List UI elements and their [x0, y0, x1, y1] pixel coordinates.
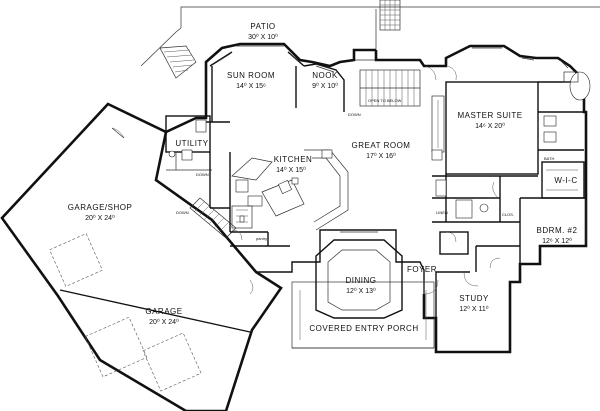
covered-entry-porch-label: COVERED ENTRY PORCH [309, 324, 418, 333]
garage-stairs [189, 197, 237, 239]
kitchen-fixtures [168, 119, 349, 231]
wic-label: W-I-C [554, 176, 577, 185]
nook-dims: 9⁰ X 10⁰ [312, 82, 338, 90]
dining-octagon [315, 239, 403, 319]
great-room-label: GREAT ROOM [352, 141, 411, 150]
study-label: STUDY [459, 294, 489, 303]
main-stairs [359, 69, 421, 107]
bdrm-2-dims: 12⁶ X 12⁰ [542, 237, 572, 245]
patio-dims: 30⁰ X 10⁰ [248, 33, 278, 41]
great-room-fixtures [425, 65, 457, 161]
window-marks [213, 45, 587, 244]
garage-deck-stairs [159, 45, 197, 79]
pantry-note: pantry [256, 236, 267, 241]
closet-note: CLOS. [502, 212, 514, 217]
sun-room-label: SUN ROOM [227, 71, 275, 80]
garage-stair-down-note: DOWN [176, 210, 189, 215]
sun-room-dims: 14⁰ X 15⁶ [236, 82, 266, 90]
foyer-label: FOYER [407, 265, 437, 274]
garage-shop-label: GARAGE/SHOP [68, 203, 133, 212]
utility-label: UTILITY [175, 139, 208, 148]
great-room-dims: 17⁰ X 16⁰ [366, 152, 396, 160]
door-swings [231, 181, 501, 295]
kitchen-dims: 14⁰ X 15⁰ [276, 166, 306, 174]
patio-stairs [379, 0, 401, 31]
room-labels: PATIO 30⁰ X 10⁰ SUN ROOM 14⁰ X 15⁶ NOOK … [68, 22, 578, 333]
plan-notes: DOWN DOWN DOWN pantry OPEN TO BELOW BATH… [176, 98, 554, 241]
dining-label: DINING [346, 276, 377, 285]
kitchen-label: KITCHEN [274, 155, 313, 164]
master-suite-dims: 14⁶ X 20⁰ [475, 122, 505, 130]
garage-label: GARAGE [145, 307, 182, 316]
master-suite-label: MASTER SUITE [457, 111, 522, 120]
kitchen-stair-down-note: DOWN [196, 172, 209, 177]
study-dims: 12⁰ X 11⁰ [459, 305, 488, 313]
main-house-walls [165, 42, 588, 354]
great-stair-down-note: DOWN [348, 112, 361, 117]
garage-shop-dims: 20⁰ X 24⁰ [85, 214, 115, 222]
nook-label: NOOK [312, 71, 338, 80]
master-fixtures [435, 71, 591, 219]
garage-wing [0, 102, 283, 411]
bath-note: BATH [544, 156, 554, 161]
patio-deck [140, 0, 600, 79]
dining-dims: 12⁰ X 13⁰ [346, 287, 376, 295]
linen-note: LINEN [436, 210, 448, 215]
garage-dims: 20⁰ X 24⁰ [149, 318, 179, 326]
bdrm-2-label: BDRM. #2 [537, 226, 578, 235]
patio-label: PATIO [250, 22, 275, 31]
open-to-below-note: OPEN TO BELOW [368, 98, 402, 103]
